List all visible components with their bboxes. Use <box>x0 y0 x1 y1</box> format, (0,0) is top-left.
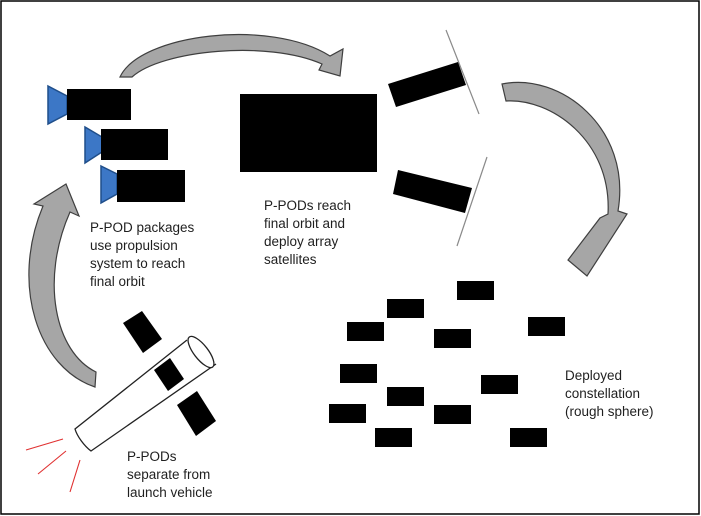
ppod-body <box>67 89 131 120</box>
constellation-satellite <box>329 404 366 423</box>
ppod-package-1 <box>47 84 131 126</box>
curved-arrow-right <box>501 81 628 277</box>
exhaust-icon <box>25 438 81 493</box>
constellation-satellite <box>347 322 384 341</box>
constellation-satellite <box>387 299 424 318</box>
ppod-body <box>117 170 185 202</box>
satellite-block <box>388 62 466 107</box>
label-final-orbit: P-PODs reach final orbit and deploy arra… <box>264 198 352 267</box>
constellation-satellite <box>528 317 565 336</box>
label-constellation: Deployed constellation (rough sphere) <box>565 368 654 419</box>
constellation-satellite <box>375 428 412 447</box>
thruster-icon <box>47 84 68 126</box>
ppod-inside <box>154 358 184 391</box>
exhaust-line <box>69 459 81 493</box>
constellation-satellite <box>457 281 494 300</box>
constellation-satellite <box>434 329 471 348</box>
deploying-satellite-upper <box>388 29 480 115</box>
curved-arrow-top <box>119 34 344 78</box>
constellation-satellite <box>434 405 471 424</box>
constellation-satellite <box>481 375 518 394</box>
ppod-final-orbit <box>240 94 377 172</box>
exhaust-line <box>37 450 67 475</box>
launch-vehicle-opening <box>187 335 215 369</box>
curved-arrow-left <box>28 183 97 388</box>
thruster-icon <box>100 164 118 205</box>
constellation <box>329 281 565 447</box>
thruster-icon <box>84 125 103 165</box>
satellite-block <box>393 170 472 213</box>
constellation-satellite <box>387 387 424 406</box>
deploy-panel <box>456 156 488 247</box>
separated-ppod-top <box>123 311 162 353</box>
constellation-satellite <box>510 428 547 447</box>
constellation-satellite <box>340 364 377 383</box>
label-separate: P-PODs separate from launch vehicle <box>127 449 213 500</box>
exhaust-line <box>25 438 64 451</box>
label-propulsion: P-POD packages use propulsion system to … <box>90 220 195 289</box>
ppod-package-3 <box>100 164 185 205</box>
separated-ppod-bottom <box>177 391 216 436</box>
deploy-panel <box>445 29 480 115</box>
launch-vehicle-body <box>74 339 217 452</box>
ppod-body <box>101 129 168 160</box>
deploying-satellite-lower <box>393 156 488 247</box>
ppod-package-2 <box>84 125 168 165</box>
launch-vehicle <box>74 335 217 452</box>
